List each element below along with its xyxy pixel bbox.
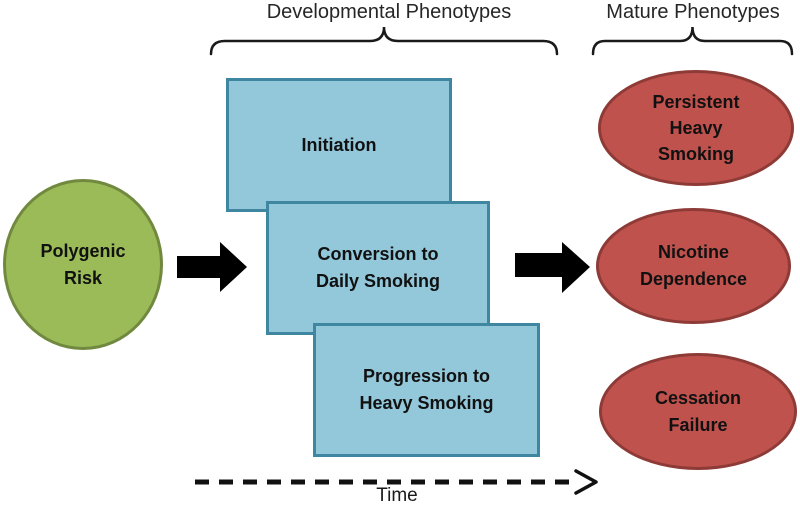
mature-oval-persistent-heavy-smoking: Persistent Heavy Smoking <box>598 70 794 186</box>
conversion-to-daily-smoking-label: Conversion to Daily Smoking <box>315 244 441 291</box>
arrow-developmental-to-mature-icon <box>515 242 590 293</box>
developmental-phenotypes-title: Developmental Phenotypes <box>266 1 512 23</box>
mature-phenotypes-title: Mature Phenotypes <box>606 1 780 23</box>
progression-to-heavy-smoking-label: Progression to Heavy Smoking <box>359 366 494 413</box>
curly-brace-developmental-icon <box>209 26 559 56</box>
polygenic-risk-label: Polygenic Risk <box>40 240 126 288</box>
nicotine-dependence-label: Nicotine Dependence <box>639 242 748 289</box>
dev-box-initiation: Initiation <box>226 78 452 212</box>
initiation-label: Initiation <box>301 134 377 155</box>
dev-box-conversion-to-daily-smoking: Conversion to Daily Smoking <box>266 201 490 335</box>
mature-oval-cessation-failure: Cessation Failure <box>599 353 797 470</box>
cessation-failure-label: Cessation Failure <box>654 387 742 435</box>
curly-brace-mature-icon <box>591 26 794 56</box>
time-axis-arrowhead-icon <box>574 469 598 495</box>
arrow-risk-to-developmental-icon <box>177 242 247 292</box>
time-label: Time <box>376 485 418 506</box>
persistent-heavy-smoking-label: Persistent Heavy Smoking <box>652 91 740 165</box>
polygenic-risk-node: Polygenic Risk <box>3 179 163 350</box>
dev-box-progression-to-heavy-smoking: Progression to Heavy Smoking <box>313 323 540 457</box>
mature-oval-nicotine-dependence: Nicotine Dependence <box>596 208 791 324</box>
